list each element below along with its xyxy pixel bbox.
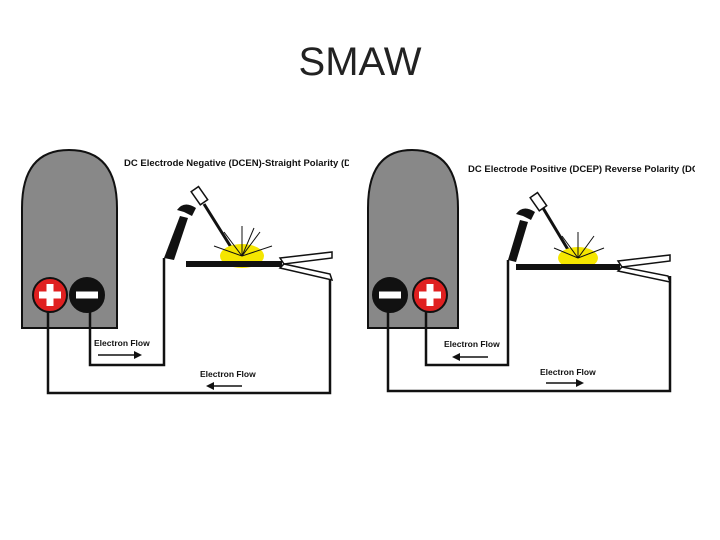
electrode-holder <box>164 185 236 260</box>
ground-clamp <box>278 251 334 282</box>
work-cable <box>386 276 672 393</box>
dcen-electron-flow-lower-arrow <box>206 382 242 390</box>
dcep-diagram: DC Electrode Positive (DCEP) Reverse Pol… <box>367 148 695 393</box>
dcen-electron-flow-upper-label: Electron Flow <box>94 338 150 348</box>
electrode-cable <box>424 260 510 367</box>
dcep-caption: DC Electrode Positive (DCEP) Reverse Pol… <box>468 164 695 175</box>
positive-terminal <box>32 277 68 313</box>
dcep-electron-flow-lower-label: Electron Flow <box>540 367 596 377</box>
welding-arc <box>553 232 605 269</box>
dcep-electron-flow-upper-arrow <box>452 353 488 361</box>
dcep-electron-flow-upper-label: Electron Flow <box>444 339 500 349</box>
negative-terminal <box>372 277 408 313</box>
ground-clamp <box>616 254 672 284</box>
workpiece <box>186 261 282 267</box>
positive-terminal <box>412 277 448 313</box>
dcen-caption: DC Electrode Negative (DCEN)-Straight Po… <box>124 158 349 169</box>
dcep-electron-flow-lower-arrow <box>546 379 584 387</box>
dcen-electron-flow-lower-label: Electron Flow <box>200 369 256 379</box>
negative-terminal <box>69 277 105 313</box>
electrode-holder <box>508 191 572 262</box>
dcen-electron-flow-upper-arrow <box>98 351 142 359</box>
dcen-diagram: DC Electrode Negative (DCEN)-Straight Po… <box>21 148 349 395</box>
work-cable <box>46 278 332 395</box>
workpiece <box>516 264 620 270</box>
slide-title: SMAW <box>298 40 422 84</box>
electrode-cable <box>88 258 166 367</box>
